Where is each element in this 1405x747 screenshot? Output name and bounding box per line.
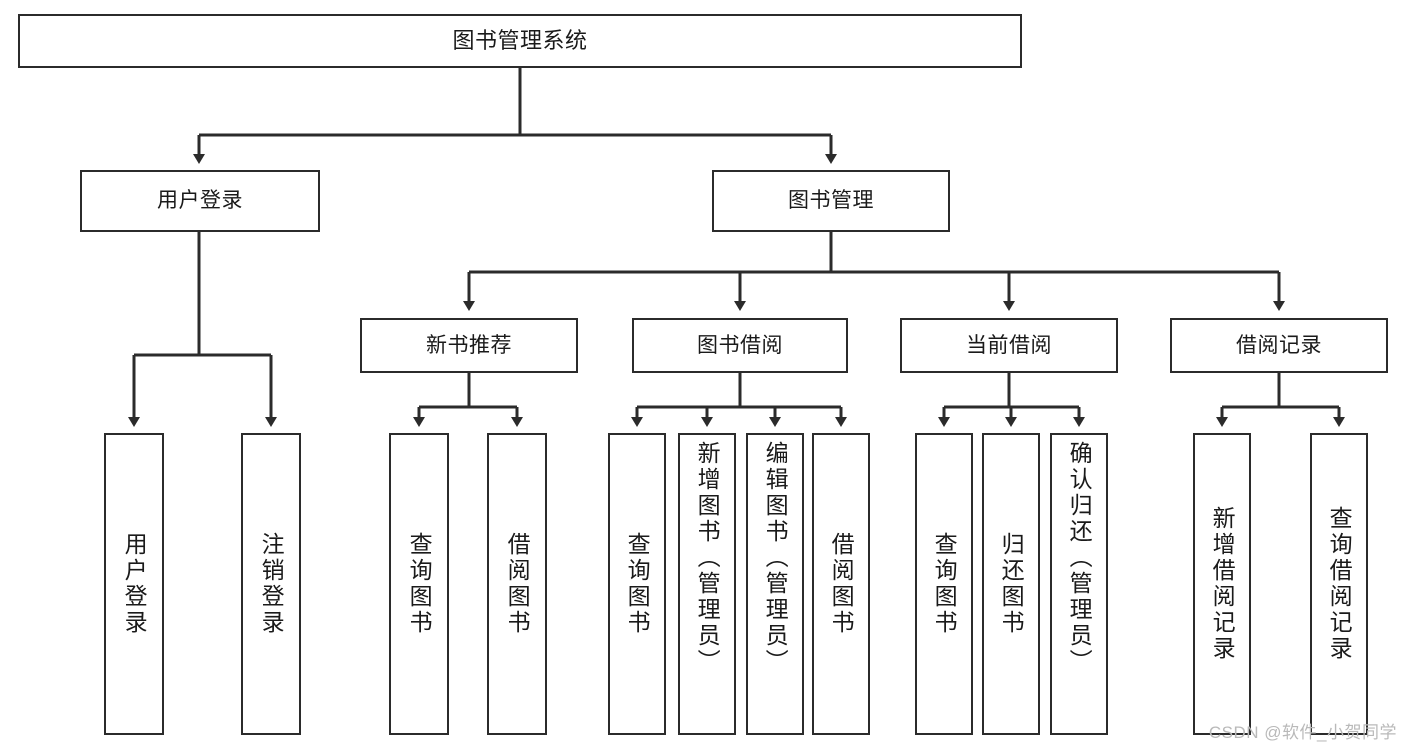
node-leaf-borrow-book-1-label: 借阅图书 [504, 532, 531, 636]
node-leaf-return-book-label: 归还图书 [998, 532, 1025, 636]
watermark: CSDN @软件_小贺同学 [1208, 723, 1397, 742]
node-leaf-logout[interactable]: 注销登录 [241, 433, 301, 735]
node-leaf-add-book[interactable]: 新增图书（管理员） [678, 433, 736, 735]
node-leaf-query-book-3-label: 查询图书 [931, 532, 958, 636]
node-leaf-query-borrow-record-label: 查询借阅记录 [1326, 506, 1353, 662]
node-leaf-user-login[interactable]: 用户登录 [104, 433, 164, 735]
node-leaf-borrow-book-2[interactable]: 借阅图书 [812, 433, 870, 735]
node-leaf-borrow-book-2-label: 借阅图书 [828, 532, 855, 636]
node-borrow-record-label: 借阅记录 [1236, 333, 1322, 357]
node-leaf-return-book[interactable]: 归还图书 [982, 433, 1040, 735]
node-user-login-label: 用户登录 [157, 189, 243, 213]
node-leaf-add-borrow-record-label: 新增借阅记录 [1209, 506, 1236, 662]
node-new-book-rec[interactable]: 新书推荐 [360, 318, 578, 373]
node-leaf-query-book-2-label: 查询图书 [624, 532, 651, 636]
node-leaf-query-book-3[interactable]: 查询图书 [915, 433, 973, 735]
node-leaf-logout-label: 注销登录 [258, 532, 285, 636]
node-leaf-query-book-2[interactable]: 查询图书 [608, 433, 666, 735]
node-user-login[interactable]: 用户登录 [80, 170, 320, 232]
node-new-book-rec-label: 新书推荐 [426, 333, 512, 357]
node-leaf-confirm-return-label: 确认归还（管理员） [1066, 441, 1093, 675]
node-leaf-query-book-1[interactable]: 查询图书 [389, 433, 449, 735]
node-book-mgmt[interactable]: 图书管理 [712, 170, 950, 232]
node-current-borrow-label: 当前借阅 [966, 333, 1052, 357]
node-book-mgmt-label: 图书管理 [788, 189, 874, 213]
node-leaf-borrow-book-1[interactable]: 借阅图书 [487, 433, 547, 735]
node-root[interactable]: 图书管理系统 [18, 14, 1022, 68]
node-leaf-query-borrow-record[interactable]: 查询借阅记录 [1310, 433, 1368, 735]
node-root-label: 图书管理系统 [452, 27, 588, 53]
node-borrow-record[interactable]: 借阅记录 [1170, 318, 1388, 373]
node-leaf-add-book-label: 新增图书（管理员） [694, 441, 721, 675]
node-book-borrow[interactable]: 图书借阅 [632, 318, 848, 373]
node-current-borrow[interactable]: 当前借阅 [900, 318, 1118, 373]
node-leaf-edit-book-label: 编辑图书（管理员） [762, 441, 789, 675]
node-leaf-query-book-1-label: 查询图书 [406, 532, 433, 636]
node-leaf-add-borrow-record[interactable]: 新增借阅记录 [1193, 433, 1251, 735]
node-book-borrow-label: 图书借阅 [697, 333, 783, 357]
node-leaf-confirm-return[interactable]: 确认归还（管理员） [1050, 433, 1108, 735]
node-leaf-user-login-label: 用户登录 [121, 532, 148, 636]
node-leaf-edit-book[interactable]: 编辑图书（管理员） [746, 433, 804, 735]
